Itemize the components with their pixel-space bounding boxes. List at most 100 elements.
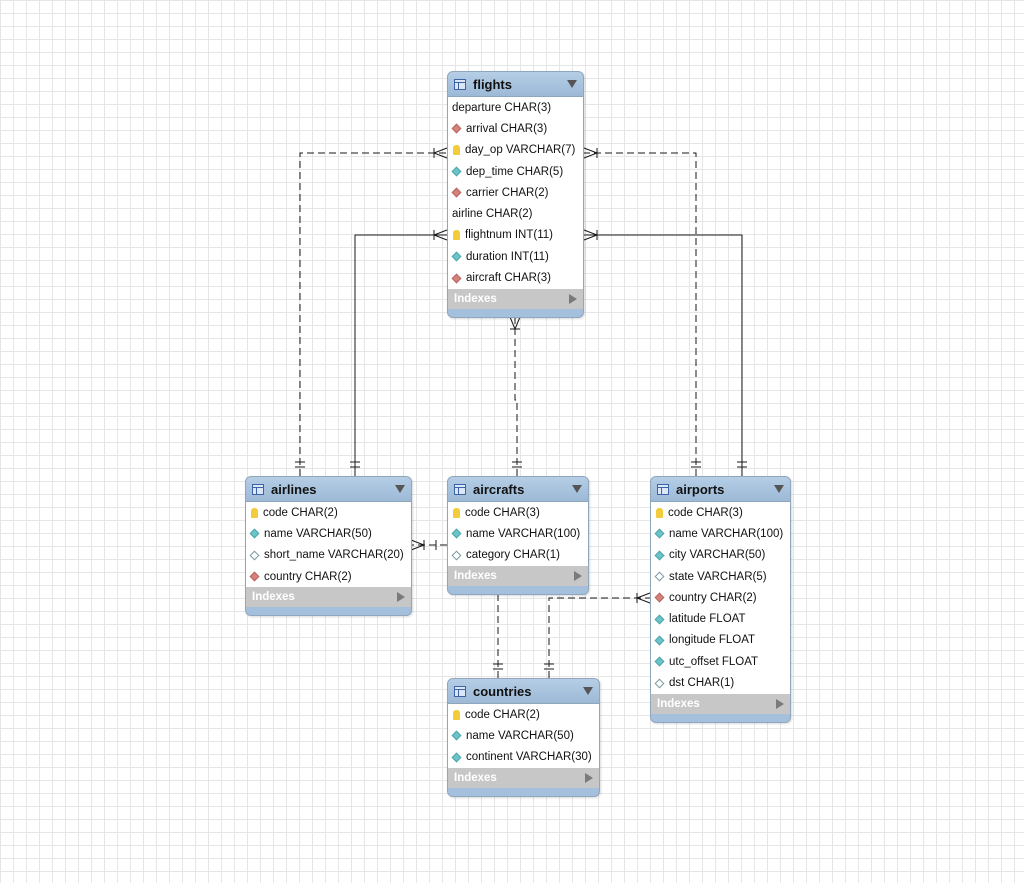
relationship-airports-flights-identifying[interactable] — [583, 229, 747, 476]
primary-key-icon — [453, 145, 460, 156]
column-row[interactable]: continent VARCHAR(30) — [448, 747, 599, 768]
column-row[interactable]: dst CHAR(1) — [651, 672, 790, 693]
collapse-triangle-icon[interactable] — [774, 485, 784, 493]
foreign-key-diamond-icon — [451, 187, 462, 198]
nullable-diamond-icon — [654, 571, 665, 582]
table-header[interactable]: airlines — [246, 477, 411, 502]
table-footer — [448, 308, 583, 317]
table-icon — [454, 483, 466, 495]
collapse-triangle-icon[interactable] — [395, 485, 405, 493]
column-row[interactable]: code CHAR(3) — [651, 502, 790, 523]
column-row[interactable]: departure CHAR(3) — [448, 97, 583, 118]
indexes-label: Indexes — [454, 292, 497, 305]
column-row[interactable]: name VARCHAR(100) — [448, 523, 588, 544]
column-row[interactable]: dep_time CHAR(5) — [448, 161, 583, 182]
column-row[interactable]: code CHAR(2) — [448, 704, 599, 725]
column-row[interactable]: longitude FLOAT — [651, 630, 790, 651]
nullable-diamond-icon — [249, 550, 260, 561]
table-icon — [454, 685, 466, 697]
column-label: state VARCHAR(5) — [669, 570, 767, 583]
table-footer — [448, 787, 599, 796]
indexes-section[interactable]: Indexes — [448, 288, 583, 309]
column-row[interactable]: code CHAR(3) — [448, 502, 588, 523]
column-label: duration INT(11) — [466, 250, 549, 263]
relationship-aircrafts-airlines[interactable] — [410, 539, 447, 551]
collapse-triangle-icon[interactable] — [567, 80, 577, 88]
relationship-airports-flights-nonidentifying[interactable] — [583, 147, 701, 476]
table-footer — [651, 713, 790, 722]
column-row[interactable]: utc_offset FLOAT — [651, 651, 790, 672]
expand-arrow-icon[interactable] — [569, 293, 577, 304]
column-label: country CHAR(2) — [264, 570, 352, 583]
foreign-key-diamond-icon — [451, 123, 462, 134]
column-row[interactable]: country CHAR(2) — [246, 566, 411, 587]
relationship-airlines-flights-identifying[interactable] — [350, 229, 448, 476]
table-airports[interactable]: airports code CHAR(3)name VARCHAR(100)ci… — [650, 476, 791, 723]
column-row[interactable]: arrival CHAR(3) — [448, 118, 583, 139]
column-list: code CHAR(2) name VARCHAR(50)continent VA… — [448, 704, 599, 768]
column-list: departure CHAR(3)arrival CHAR(3)day_op V… — [448, 97, 583, 289]
column-row[interactable]: state VARCHAR(5) — [651, 566, 790, 587]
column-row[interactable]: duration INT(11) — [448, 246, 583, 267]
relationship-airlines-flights-nonidentifying[interactable] — [295, 147, 448, 476]
column-list: code CHAR(2) name VARCHAR(50) short_name V… — [246, 502, 411, 588]
table-icon — [454, 78, 466, 90]
column-row[interactable]: category CHAR(1) — [448, 545, 588, 566]
relationship-aircrafts-flights[interactable] — [509, 316, 522, 476]
indexes-section[interactable]: Indexes — [246, 587, 411, 608]
relationship-countries-airports[interactable] — [544, 592, 651, 678]
indexes-section[interactable]: Indexes — [448, 767, 599, 788]
column-row[interactable]: country CHAR(2) — [651, 587, 790, 608]
table-header[interactable]: countries — [448, 679, 599, 704]
not-null-diamond-icon — [451, 752, 462, 763]
column-label: category CHAR(1) — [466, 549, 560, 562]
expand-arrow-icon[interactable] — [397, 592, 405, 603]
expand-arrow-icon[interactable] — [585, 772, 593, 783]
column-row[interactable]: name VARCHAR(100) — [651, 523, 790, 544]
primary-key-icon — [251, 507, 258, 518]
table-icon — [252, 483, 264, 495]
table-title: countries — [473, 683, 532, 699]
collapse-triangle-icon[interactable] — [572, 485, 582, 493]
column-row[interactable]: city VARCHAR(50) — [651, 545, 790, 566]
table-header[interactable]: aircrafts — [448, 477, 588, 502]
indexes-label: Indexes — [454, 771, 497, 784]
table-footer — [246, 607, 411, 616]
indexes-section[interactable]: Indexes — [448, 565, 588, 586]
column-label: code CHAR(2) — [263, 506, 338, 519]
relationship-countries-aircrafts[interactable] — [493, 594, 503, 678]
column-label: code CHAR(2) — [465, 708, 540, 721]
column-label: code CHAR(3) — [465, 506, 540, 519]
column-row[interactable]: day_op VARCHAR(7) — [448, 140, 583, 161]
expand-arrow-icon[interactable] — [776, 698, 784, 709]
table-flights[interactable]: flights departure CHAR(3)arrival CHAR(3)… — [447, 71, 584, 318]
column-row[interactable]: name VARCHAR(50) — [246, 523, 411, 544]
expand-arrow-icon[interactable] — [574, 570, 582, 581]
table-header[interactable]: flights — [448, 72, 583, 97]
indexes-label: Indexes — [252, 591, 295, 604]
not-null-diamond-icon — [249, 528, 260, 539]
table-header[interactable]: airports — [651, 477, 790, 502]
column-label: short_name VARCHAR(20) — [264, 549, 404, 562]
not-null-diamond-icon — [451, 166, 462, 177]
foreign-key-diamond-icon — [249, 571, 260, 582]
column-row[interactable]: airline CHAR(2) — [448, 203, 583, 224]
table-footer — [448, 585, 588, 594]
column-row[interactable]: latitude FLOAT — [651, 608, 790, 629]
column-row[interactable]: aircraft CHAR(3) — [448, 267, 583, 288]
collapse-triangle-icon[interactable] — [583, 687, 593, 695]
column-row[interactable]: short_name VARCHAR(20) — [246, 545, 411, 566]
table-airlines[interactable]: airlines code CHAR(2) name VARCHAR(50) sho… — [245, 476, 412, 617]
not-null-diamond-icon — [654, 635, 665, 646]
not-null-diamond-icon — [451, 251, 462, 262]
indexes-section[interactable]: Indexes — [651, 693, 790, 714]
column-row[interactable]: name VARCHAR(50) — [448, 725, 599, 746]
not-null-diamond-icon — [654, 656, 665, 667]
column-row[interactable]: flightnum INT(11) — [448, 225, 583, 246]
table-countries[interactable]: countries code CHAR(2) name VARCHAR(50)co… — [447, 678, 600, 797]
column-row[interactable]: code CHAR(2) — [246, 502, 411, 523]
table-aircrafts[interactable]: aircrafts code CHAR(3) name VARCHAR(100) c… — [447, 476, 589, 595]
column-label: country CHAR(2) — [669, 591, 757, 604]
column-row[interactable]: carrier CHAR(2) — [448, 182, 583, 203]
